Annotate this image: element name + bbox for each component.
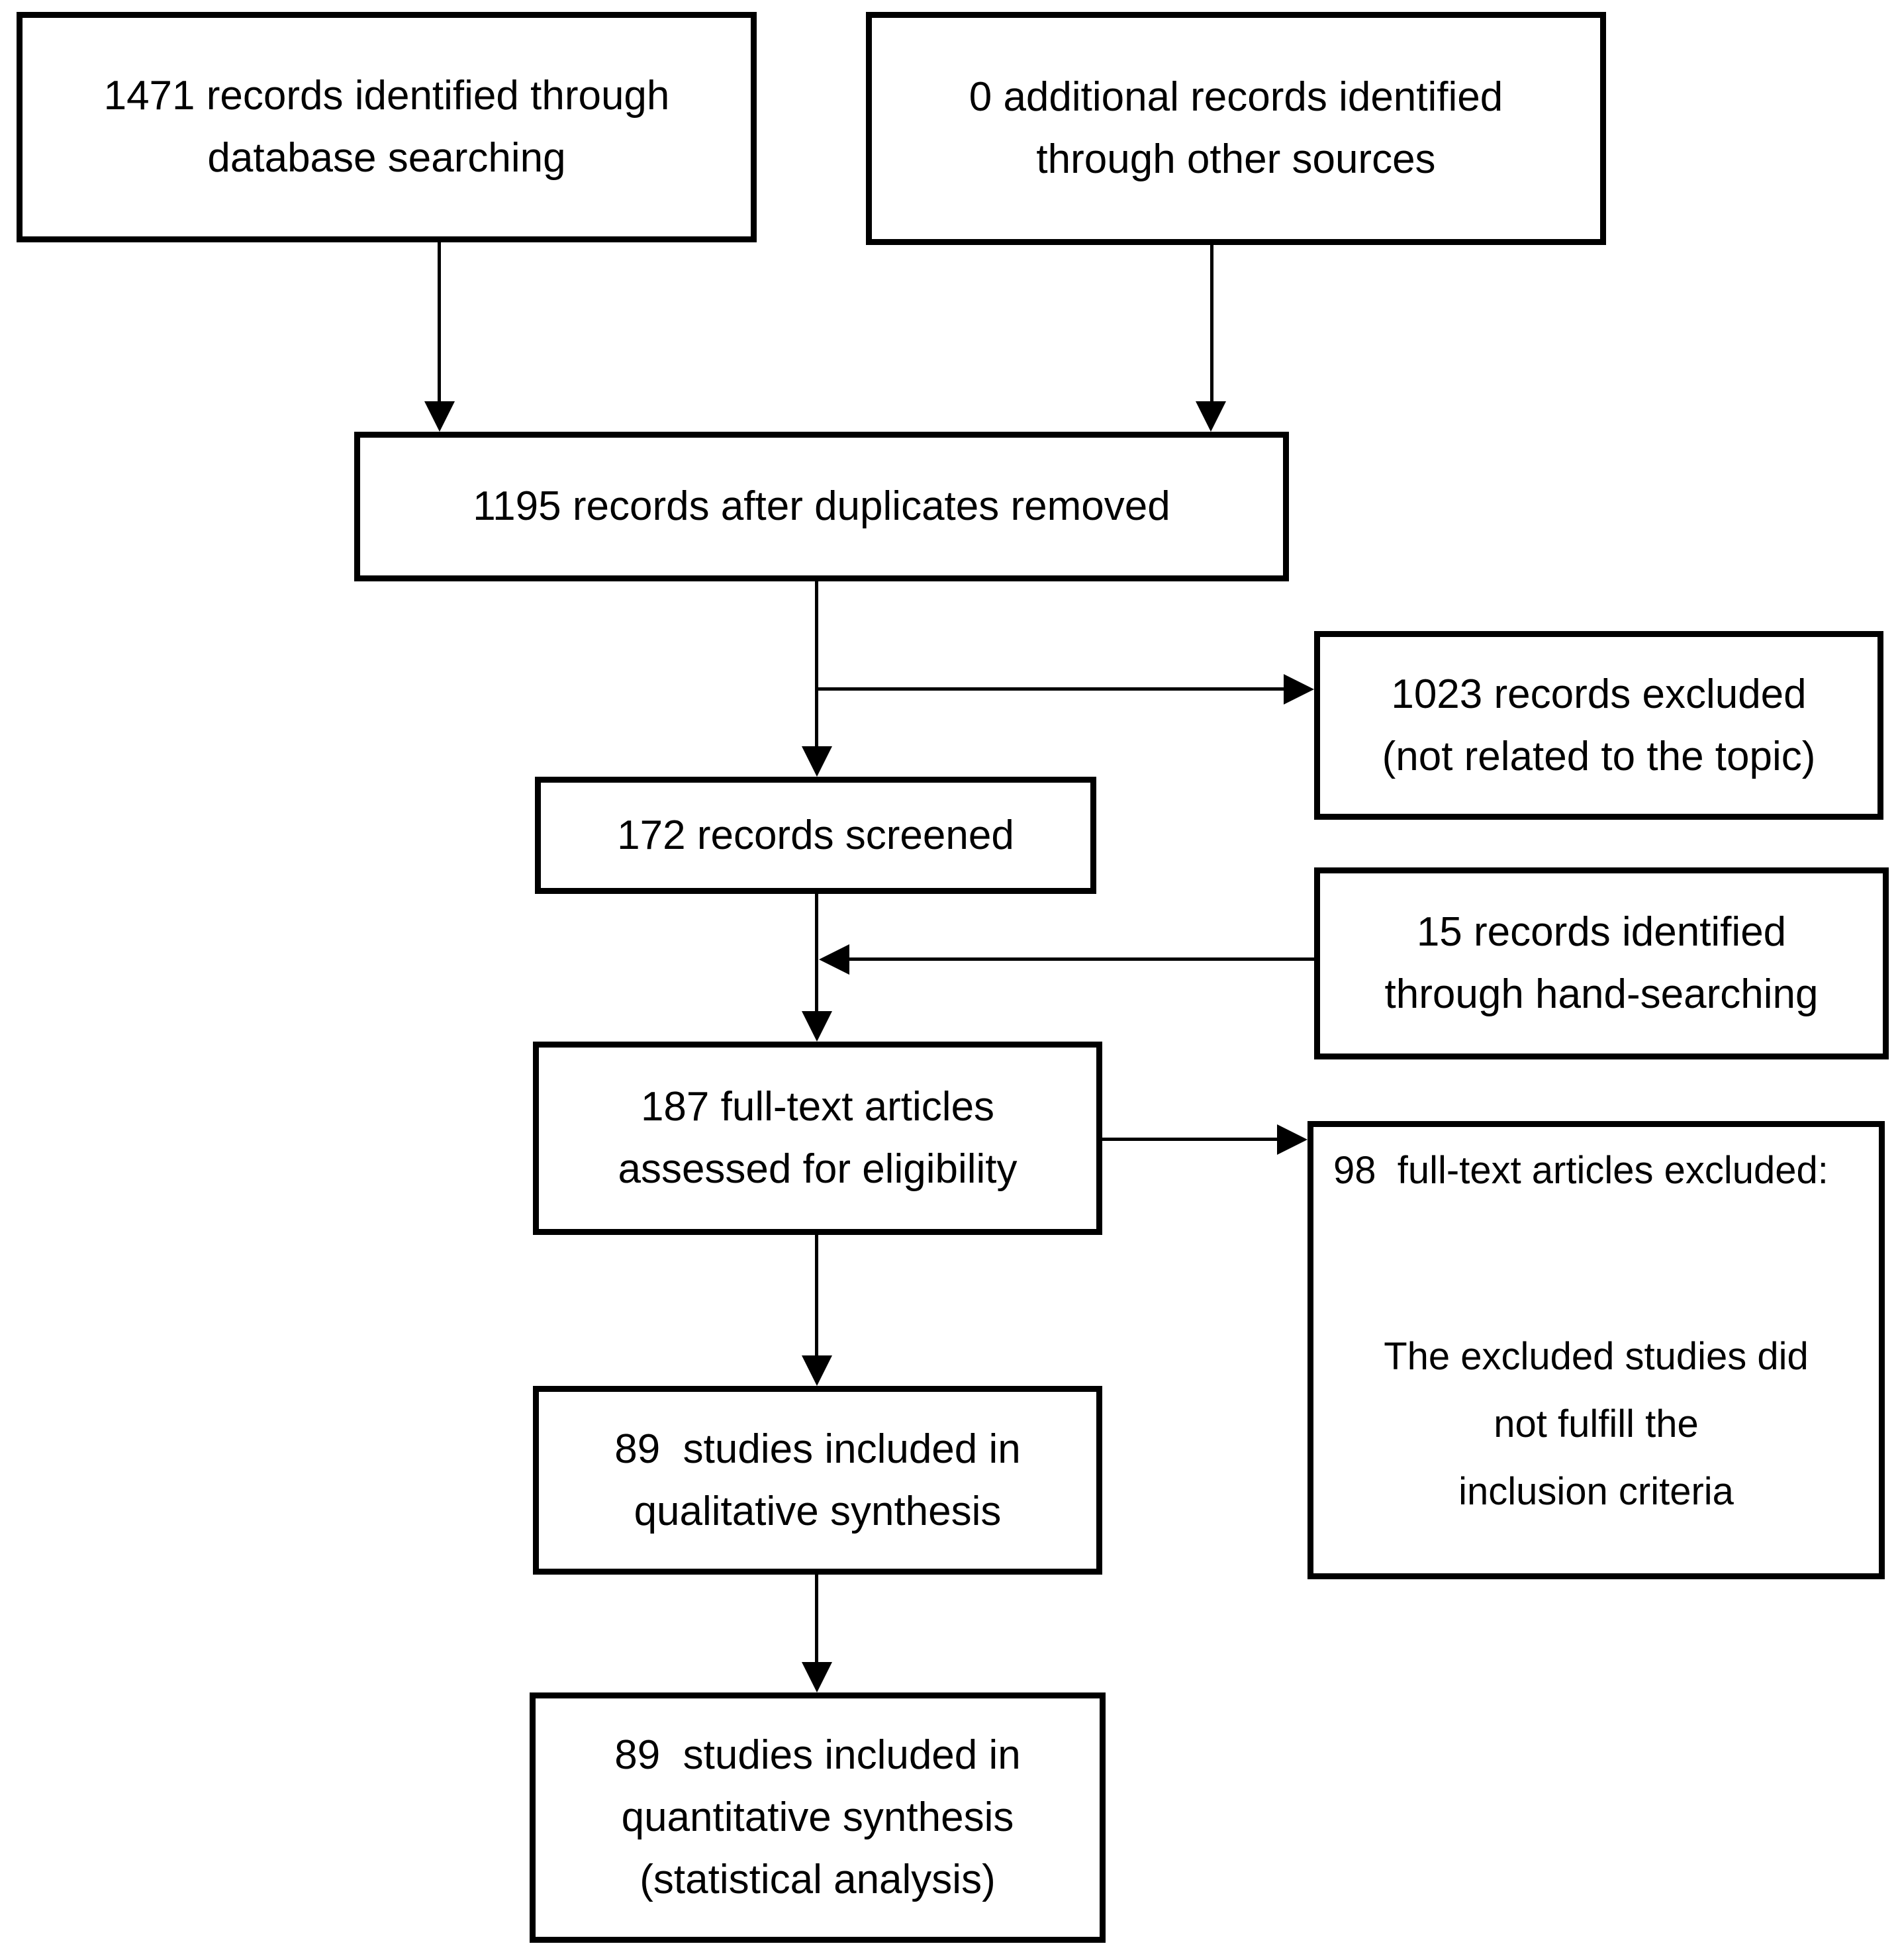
- box-text-line: 1023 records excluded: [1391, 671, 1807, 717]
- arrowhead-down-icon: [802, 1662, 832, 1692]
- box-text-line: through other sources: [1036, 136, 1436, 182]
- arrow-qualitative-to-quantitative: [815, 1575, 818, 1663]
- box-fulltext-articles-assessed: 187 full-text articles assessed for elig…: [533, 1042, 1102, 1235]
- arrow-hand-searching-to-flow: [849, 957, 1314, 961]
- arrow-fulltext-to-qualitative: [815, 1235, 818, 1357]
- arrowhead-down-icon: [424, 401, 455, 432]
- box-records-excluded: 1023 records excluded (not related to th…: [1314, 631, 1883, 820]
- box-text-line: through hand-searching: [1384, 971, 1819, 1017]
- box-text-line: quantitative synthesis: [621, 1794, 1014, 1840]
- arrowhead-down-icon: [802, 1355, 832, 1386]
- box-fulltext-articles-excluded: 98 full-text articles excluded: The excl…: [1307, 1121, 1885, 1579]
- box-text-line: 89 studies included in: [614, 1426, 1021, 1472]
- box-text-line: not fulfill the: [1494, 1402, 1699, 1446]
- box-records-screened: 172 records screened: [535, 777, 1096, 894]
- box-text-line: 15 records identified: [1416, 909, 1787, 955]
- excluded-title: 98 full-text articles excluded:: [1333, 1149, 1829, 1192]
- arrow-duplicates-to-screened: [815, 581, 818, 748]
- arrow-screened-to-fulltext: [815, 894, 818, 1012]
- excluded-reason: The excluded studies did not fulfill the…: [1313, 1323, 1879, 1526]
- arrow-fulltext-to-excluded: [1102, 1138, 1277, 1141]
- box-records-hand-searching: 15 records identified through hand-searc…: [1314, 867, 1889, 1059]
- box-text-line: 172 records screened: [617, 812, 1014, 858]
- box-text-line: 1195 records after duplicates removed: [473, 483, 1170, 529]
- box-text-line: (statistical analysis): [640, 1857, 996, 1902]
- box-quantitative-synthesis: 89 studies included in quantitative synt…: [530, 1692, 1106, 1943]
- box-records-identified-other-sources: 0 additional records identified through …: [866, 12, 1606, 245]
- arrow-branch-to-records-excluded: [816, 687, 1284, 691]
- box-text-line: 1471 records identified through: [103, 73, 670, 119]
- box-text-line: 187 full-text articles: [640, 1084, 995, 1130]
- arrowhead-right-icon: [1277, 1124, 1307, 1155]
- arrowhead-down-icon: [802, 1011, 832, 1042]
- arrowhead-down-icon: [802, 746, 832, 777]
- arrowhead-left-icon: [819, 944, 849, 975]
- box-text-line: database searching: [207, 135, 566, 181]
- box-text-line: inclusion criteria: [1458, 1470, 1734, 1513]
- box-records-after-duplicates-removed: 1195 records after duplicates removed: [354, 432, 1289, 581]
- box-text-line: qualitative synthesis: [634, 1488, 1002, 1534]
- box-text-line: The excluded studies did: [1384, 1335, 1809, 1378]
- box-text-line: 89 studies included in: [614, 1732, 1021, 1778]
- box-qualitative-synthesis: 89 studies included in qualitative synth…: [533, 1386, 1102, 1575]
- arrow-other-sources-to-duplicates: [1210, 245, 1213, 404]
- box-text-line: (not related to the topic): [1382, 733, 1816, 779]
- arrowhead-down-icon: [1196, 401, 1226, 432]
- box-text-line: assessed for eligibility: [618, 1146, 1018, 1192]
- box-text-line: 0 additional records identified: [969, 74, 1503, 120]
- box-records-identified-database: 1471 records identified through database…: [17, 12, 757, 242]
- arrowhead-right-icon: [1284, 674, 1314, 705]
- arrow-database-to-duplicates: [438, 242, 441, 405]
